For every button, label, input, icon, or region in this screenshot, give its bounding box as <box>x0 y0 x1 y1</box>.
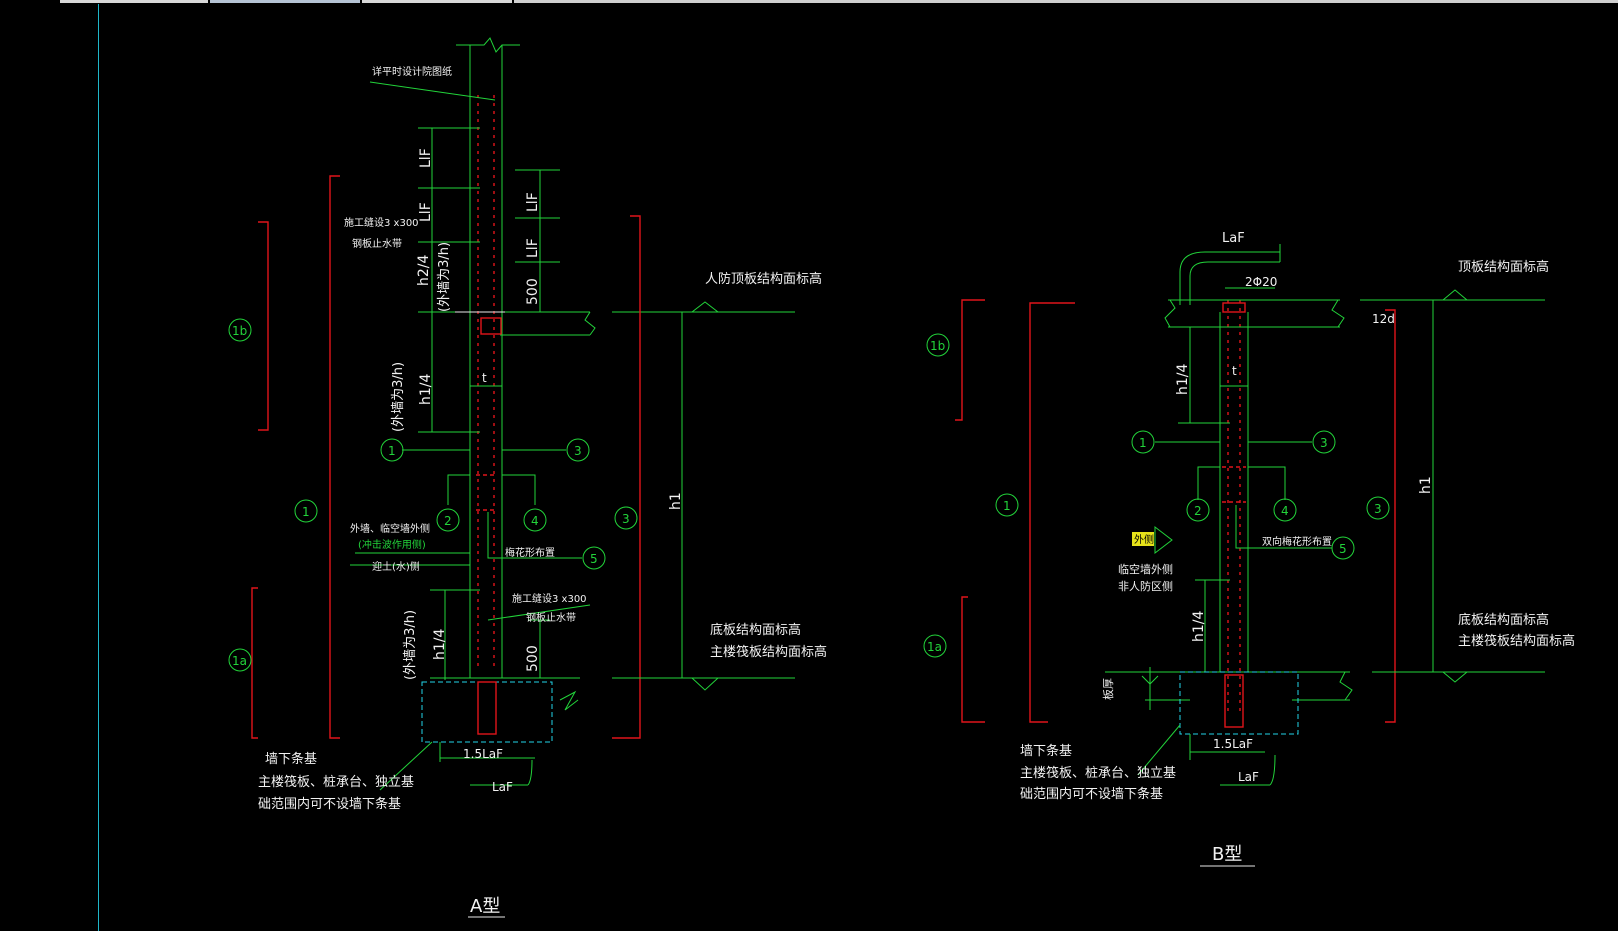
b-callout-3: 3 <box>1374 502 1382 516</box>
a-callout-1b-wall: 1 <box>388 444 396 458</box>
a-dim-h2-4: h2/4 <box>416 255 432 286</box>
tab-strip <box>0 0 1618 4</box>
a-dim-h1-4-2: h1/4 <box>432 629 448 660</box>
a-joint2-line1: 施工缝设3 x300 <box>512 592 587 605</box>
a-dim-h1-4-1: h1/4 <box>418 374 434 405</box>
b-base2: 主楼筏板、桩承台、独立基 <box>1020 765 1176 781</box>
b-dim-t: t <box>1232 364 1237 378</box>
a-callout-2: 2 <box>444 514 452 528</box>
a-base2: 主楼筏板、桩承台、独立基 <box>258 774 414 790</box>
b-base3: 础范围内可不设墙下条基 <box>1020 786 1163 802</box>
b-base1: 墙下条基 <box>1020 743 1072 759</box>
b-callout-3-wall: 3 <box>1320 436 1328 450</box>
a-joint2-line2: 钢板止水带 <box>526 611 576 624</box>
b-roof-label: 顶板结构面标高 <box>1458 259 1549 275</box>
b-plum: 双向梅花形布置 <box>1262 535 1332 548</box>
b-callout-1a: 1a <box>927 640 942 654</box>
drawing-tab-2[interactable] <box>210 0 360 3</box>
a-side-ext1: 外墙、临空墙外侧 <box>350 522 430 535</box>
a-note-top: 详平时设计院图纸 <box>372 65 452 78</box>
a-callout-1: 1 <box>302 505 310 519</box>
b-callout-1: 1 <box>1003 499 1011 513</box>
a-floor-label2: 主楼筏板结构面标高 <box>710 644 827 660</box>
b-floor-label2: 主楼筏板结构面标高 <box>1458 633 1575 649</box>
a-base1: 墙下条基 <box>265 751 317 767</box>
b-title: B型 <box>1212 844 1242 865</box>
b-callout-1b: 1b <box>930 339 945 353</box>
a-dim-llf-2: LlF <box>418 202 434 222</box>
a-floor-label: 底板结构面标高 <box>710 622 801 638</box>
tab-strip-rest <box>514 0 1618 3</box>
b-floor-label: 底板结构面标高 <box>1458 612 1549 628</box>
b-dim-h1-4-bot: h1/4 <box>1191 611 1207 642</box>
b-dim-h1: h1 <box>1418 476 1434 494</box>
a-dim-500-2: 500 <box>525 645 541 672</box>
a-dim-t: t <box>482 371 487 385</box>
a-callout-1b: 1b <box>232 324 247 338</box>
a-roof-label: 人防顶板结构面标高 <box>705 271 822 287</box>
a-callout-3: 3 <box>622 512 630 526</box>
a-callout-1a: 1a <box>232 654 247 668</box>
a-dim-laf: LaF <box>492 780 513 794</box>
a-dim-llf-4: LlF <box>525 238 541 258</box>
b-dim-h1-4-top: h1/4 <box>1175 364 1191 395</box>
a-callout-3-wall: 3 <box>574 444 582 458</box>
a-dim-ext-wall-2: (外墙为3/h) <box>391 362 406 432</box>
a-joint1-line2: 钢板止水带 <box>352 237 402 250</box>
b-dim-laf-bot: LaF <box>1238 770 1259 784</box>
detail-b <box>955 244 1545 867</box>
b-flag: 外侧 <box>1134 533 1154 546</box>
viewport-left-border <box>98 4 99 931</box>
b-callout-4: 4 <box>1281 504 1289 518</box>
a-side-ext2: (冲击波作用侧) <box>358 538 426 551</box>
a-dim-llf-1: LlF <box>418 148 434 168</box>
b-side1: 临空墙外侧 <box>1118 562 1173 576</box>
a-callout-5: 5 <box>590 552 598 566</box>
b-slab-thk: 板厚 <box>1101 678 1115 700</box>
b-side2: 非人防区侧 <box>1118 579 1173 593</box>
a-plum: 梅花形布置 <box>505 546 555 559</box>
b-dim-15laf: 1.5LaF <box>1213 737 1253 751</box>
b-callout-1-wall: 1 <box>1139 436 1147 450</box>
a-dim-ext-wall-1: (外墙为3/h) <box>437 242 452 312</box>
b-callout-5: 5 <box>1339 542 1347 556</box>
a-joint1-line1: 施工缝设3 x300 <box>344 216 419 229</box>
a-title: A型 <box>470 896 500 917</box>
drawing-tab-3[interactable] <box>362 0 512 3</box>
a-callout-4: 4 <box>531 514 539 528</box>
a-base3: 础范围内可不设墙下条基 <box>258 796 401 812</box>
a-dim-ext-wall-3: (外墙为3/h) <box>403 610 418 680</box>
b-dim-12d: 12d <box>1372 312 1395 326</box>
detail-a <box>251 37 795 791</box>
b-callout-2: 2 <box>1194 504 1202 518</box>
a-dim-500-1: 500 <box>525 278 541 305</box>
a-callouts <box>228 318 638 672</box>
a-side-soil: 迎土(水)侧 <box>372 560 420 573</box>
b-rebar: 2Φ20 <box>1245 275 1277 289</box>
a-dim-h1: h1 <box>668 492 684 510</box>
a-dim-llf-3: LlF <box>525 192 541 212</box>
b-dim-laf-top: LaF <box>1222 231 1245 246</box>
b-callouts <box>923 333 1390 658</box>
a-dim-15laf: 1.5LaF <box>463 747 503 761</box>
drawing-tab-1[interactable] <box>60 0 208 3</box>
